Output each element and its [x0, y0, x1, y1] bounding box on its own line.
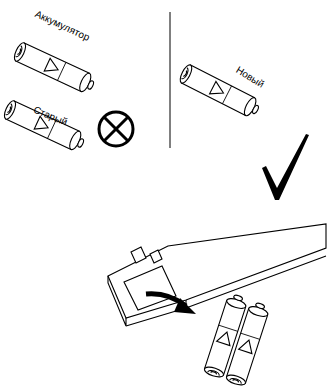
- battery-label: Новый: [234, 64, 267, 91]
- old-battery: [2, 99, 87, 153]
- rechargeable-battery: [12, 41, 97, 95]
- prohibited-symbol: [99, 112, 133, 146]
- divider-line: [170, 12, 171, 148]
- battery: [225, 301, 270, 387]
- insert-arrow: [146, 294, 196, 314]
- battery-label: Аккумулятор: [33, 8, 92, 44]
- remote-control: [108, 224, 326, 326]
- check-mark: [262, 134, 309, 200]
